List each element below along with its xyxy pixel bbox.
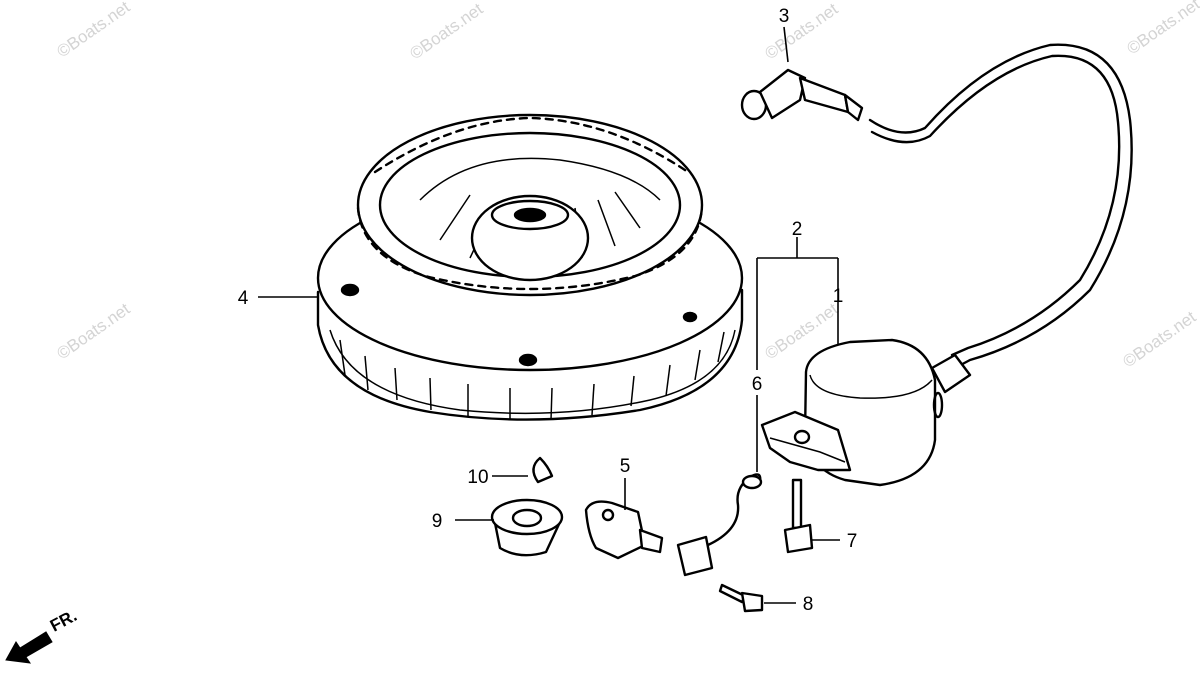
callout-2: 2 bbox=[792, 219, 803, 240]
stop-switch-part bbox=[584, 500, 664, 560]
watermark: ©Boats.net bbox=[406, 0, 486, 63]
callout-4: 4 bbox=[238, 288, 249, 309]
flywheel-holes bbox=[340, 283, 698, 367]
bolt-part-7 bbox=[783, 478, 814, 554]
callouts: 1 2 3 4 5 6 7 8 9 10 bbox=[238, 6, 858, 615]
plug-cap-part bbox=[740, 43, 1133, 370]
flywheel-part bbox=[316, 113, 744, 421]
callout-5: 5 bbox=[620, 456, 631, 477]
callout-6: 6 bbox=[752, 374, 763, 395]
woodruff-key-part bbox=[532, 456, 554, 484]
callout-7: 7 bbox=[847, 531, 858, 552]
watermark: ©Boats.net bbox=[53, 299, 133, 363]
watermark: ©Boats.net bbox=[1123, 0, 1200, 58]
ignition-coil-part bbox=[760, 338, 972, 487]
flywheel-hub bbox=[470, 194, 590, 282]
front-arrow-icon bbox=[5, 631, 53, 664]
watermark: ©Boats.net bbox=[1119, 307, 1199, 371]
callout-8: 8 bbox=[803, 594, 814, 615]
front-label: FR. bbox=[47, 606, 80, 636]
watermark: ©Boats.net bbox=[53, 0, 133, 61]
callout-1: 1 bbox=[833, 286, 844, 307]
callout-10: 10 bbox=[467, 467, 488, 488]
callout-3: 3 bbox=[779, 6, 790, 27]
ground-wire-part bbox=[676, 473, 763, 577]
flywheel-fins bbox=[339, 331, 725, 421]
bolt-part-8 bbox=[718, 583, 764, 613]
callout-9: 9 bbox=[432, 511, 443, 532]
front-direction-indicator: FR. bbox=[5, 606, 80, 664]
leader-lines bbox=[258, 26, 840, 604]
watermark: ©Boats.net bbox=[761, 0, 841, 63]
flange-nut-part bbox=[490, 498, 564, 557]
